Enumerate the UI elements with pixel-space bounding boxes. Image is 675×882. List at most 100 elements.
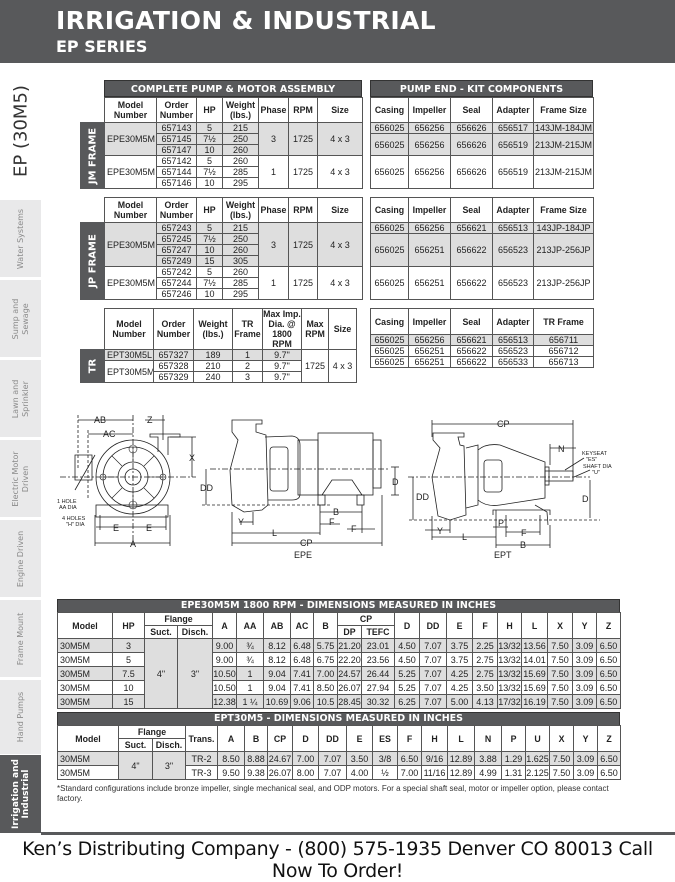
frame-label: JP FRAME	[80, 222, 105, 300]
weight: 250	[222, 233, 259, 245]
sidebar-tab-lawn-sprinkler[interactable]: Lawn and Sprinkler	[0, 360, 41, 440]
tab-label: Frame Mount	[15, 612, 25, 665]
casing: 656025	[370, 222, 409, 234]
column-header: Impeller	[408, 197, 451, 223]
ept-label-b: B	[520, 540, 526, 550]
page-title: IRRIGATION & INDUSTRIAL	[56, 6, 436, 35]
sidebar-tab-engine-driven[interactable]: Engine Driven	[0, 520, 41, 600]
dimension-value: 4.25	[446, 680, 474, 695]
column-header: L	[447, 725, 476, 752]
footnote: *Standard configurations include bronze …	[57, 784, 609, 803]
column-header: Order Number	[156, 97, 197, 123]
dimension-value: 7.00	[313, 666, 339, 681]
model-number: EPT30M5L	[104, 349, 154, 361]
weight: 260	[222, 155, 259, 167]
column-header: B	[244, 725, 269, 752]
dimension-value: ¾	[236, 638, 265, 653]
frame-label-text: TR	[87, 358, 98, 374]
column-header: Adapter	[492, 97, 534, 123]
section-sidebar: EP (30M5) Water Systems Sump and Sewage …	[0, 63, 41, 833]
weight: 285	[222, 166, 259, 178]
casing: 656025	[370, 133, 409, 156]
column-header: A	[217, 725, 246, 752]
sidebar-tab-electric-motor[interactable]: Electric Motor Driven	[0, 440, 41, 520]
weight: 260	[222, 144, 259, 156]
dimension-value: 9.04	[263, 680, 292, 695]
dimension-value: 8.88	[244, 751, 269, 766]
order-number: 657245	[156, 233, 197, 245]
dimension-value: 6.50	[596, 652, 622, 667]
ept-label-p: P	[498, 518, 504, 528]
ept-label-shaft-u: "U"	[592, 470, 600, 476]
column-header: HP	[196, 97, 223, 123]
dimension-value: 1 ¼	[236, 694, 265, 709]
dimension-value: 12.89	[447, 765, 476, 780]
dimension-value: 23.56	[361, 652, 396, 667]
sidebar-tab-hand-pumps[interactable]: Hand Pumps	[0, 680, 41, 757]
dimension-value: 10.69	[263, 694, 292, 709]
casing: 656025	[370, 155, 409, 189]
epe-caption: EPE	[294, 550, 312, 560]
dimension-value: 13/32	[497, 680, 523, 695]
weight: 250	[222, 133, 259, 145]
sidebar-tab-sump-sewage[interactable]: Sump and Sewage	[0, 280, 41, 360]
column-header: Size	[317, 97, 363, 123]
model: 30M5M	[57, 694, 113, 709]
dimension-drawings: AB Z AC X 1 HOLE AA DIA 4 HOLES "H" DIA …	[57, 415, 612, 560]
dimension-value: 3.88	[474, 751, 503, 766]
dimension-value: 3.75	[446, 638, 474, 653]
sidebar-tab-water-systems[interactable]: Water Systems	[0, 200, 41, 280]
dimension-value: 3.75	[446, 652, 474, 667]
hp: 10	[196, 177, 223, 189]
dimension-value: 9/16	[421, 751, 449, 766]
sidebar-tab-frame-mount[interactable]: Frame Mount	[0, 600, 41, 680]
hp: 10	[196, 144, 223, 156]
sidebar-tab-irrigation-industrial[interactable]: Irrigation and Industrial	[0, 755, 41, 833]
label-hole4-dia: "H" DIA	[66, 522, 85, 528]
dimension-value: 26.07	[337, 680, 363, 695]
adapter: 656523	[492, 266, 534, 300]
weight: 295	[222, 177, 259, 189]
column-header: Casing	[370, 97, 409, 123]
adapter: 656513	[492, 222, 534, 234]
dimension-value: 12.89	[447, 751, 476, 766]
column-header: P	[501, 725, 527, 752]
adapter: 656533	[492, 356, 534, 368]
model-number: EPE30M5M	[104, 266, 157, 300]
dimension-value: 4.25	[446, 666, 474, 681]
weight: 305	[222, 255, 259, 267]
dimension-value: 7.50	[549, 765, 575, 780]
column-header: HP	[112, 612, 145, 639]
column-header: TR Frame	[232, 308, 263, 350]
dimension-value: 7.07	[419, 666, 448, 681]
seal: 656622	[450, 356, 493, 368]
column-header: X	[547, 612, 574, 639]
impeller: 656251	[408, 233, 451, 267]
dimension-value: 24.67	[267, 751, 294, 766]
frame-size: 213JP-256JP	[533, 266, 594, 300]
frame-size: 213JM-215JM	[533, 133, 594, 156]
dimension-value: 5.00	[446, 694, 474, 709]
impeller: 656251	[408, 345, 451, 357]
dimension-value: 9.00	[212, 638, 238, 653]
column-subheader: Suct.	[118, 738, 153, 752]
dimension-value: 9.00	[212, 652, 238, 667]
model: 30M5M	[57, 751, 119, 766]
flange-discharge: 3"	[176, 638, 214, 709]
dimension-value: 26.07	[267, 765, 294, 780]
hp: 15	[196, 255, 223, 267]
phase: 3	[258, 222, 289, 267]
order-number: 657328	[153, 360, 194, 372]
column-group-header: CP	[337, 612, 396, 626]
column-header: Casing	[370, 197, 409, 223]
column-header: Adapter	[492, 308, 534, 335]
